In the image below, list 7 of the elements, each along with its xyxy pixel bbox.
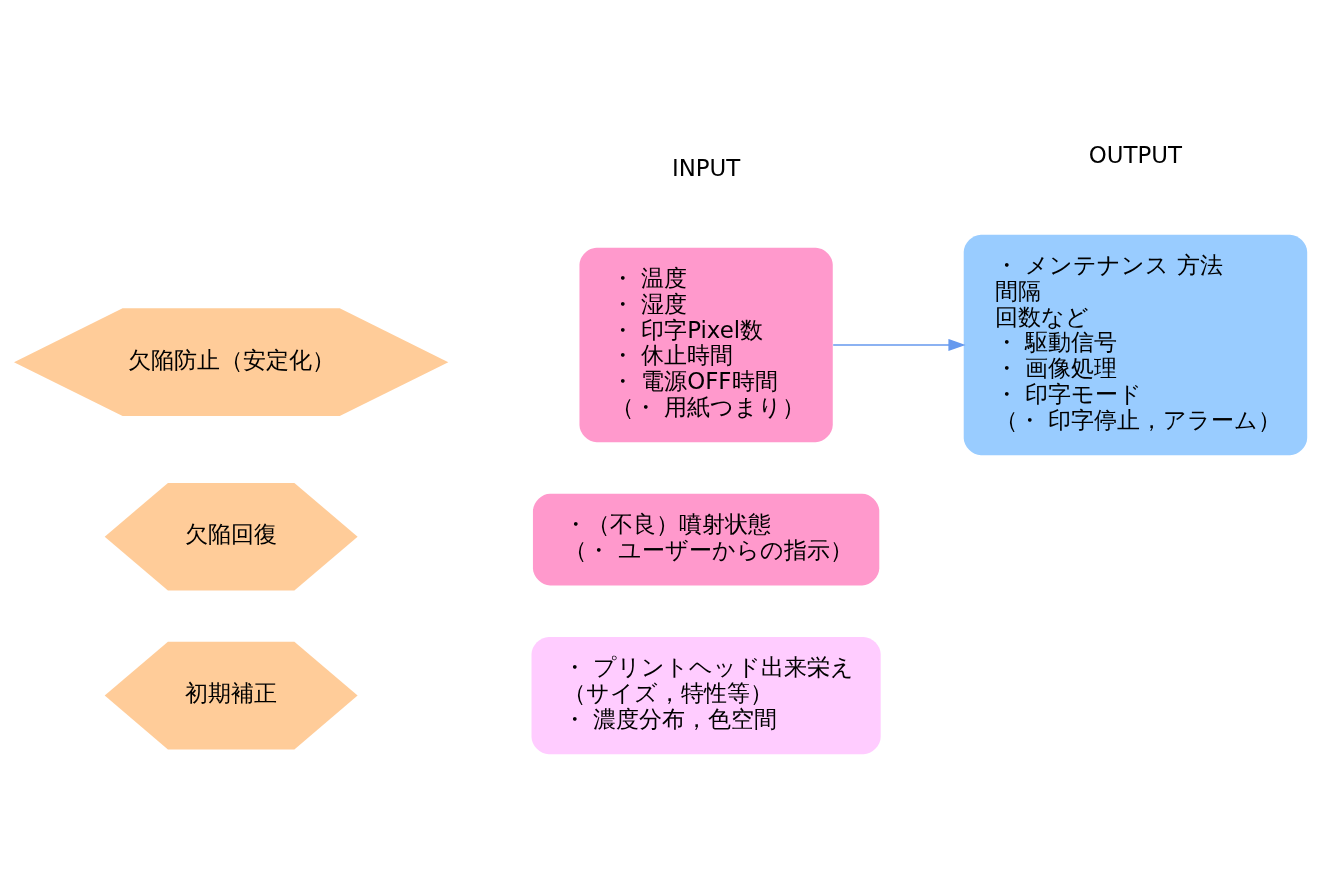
node-box: ・ プリントヘッド出来栄え （サイズ，特性等） ・ 濃度分布，色空間 <box>531 636 881 754</box>
arrow <box>832 338 966 351</box>
node-box: ・ メンテナンス 方法 間隔 回数など ・ 駆動信号 ・ 画像処理 ・ 印字モード （・ 印字停止，アラーム） <box>963 234 1308 455</box>
node-box: ・（不良）噴射状態 （・ ユーザーからの指示） <box>532 493 880 585</box>
node-box: ・ 温度 ・ 湿度 ・ 印字Pixel数 ・ 休止時間 ・ 電源OFF時間 （・ 用紙つまり） <box>579 247 833 442</box>
label: INPUT <box>671 154 741 181</box>
label: OUTPUT <box>1088 141 1183 168</box>
